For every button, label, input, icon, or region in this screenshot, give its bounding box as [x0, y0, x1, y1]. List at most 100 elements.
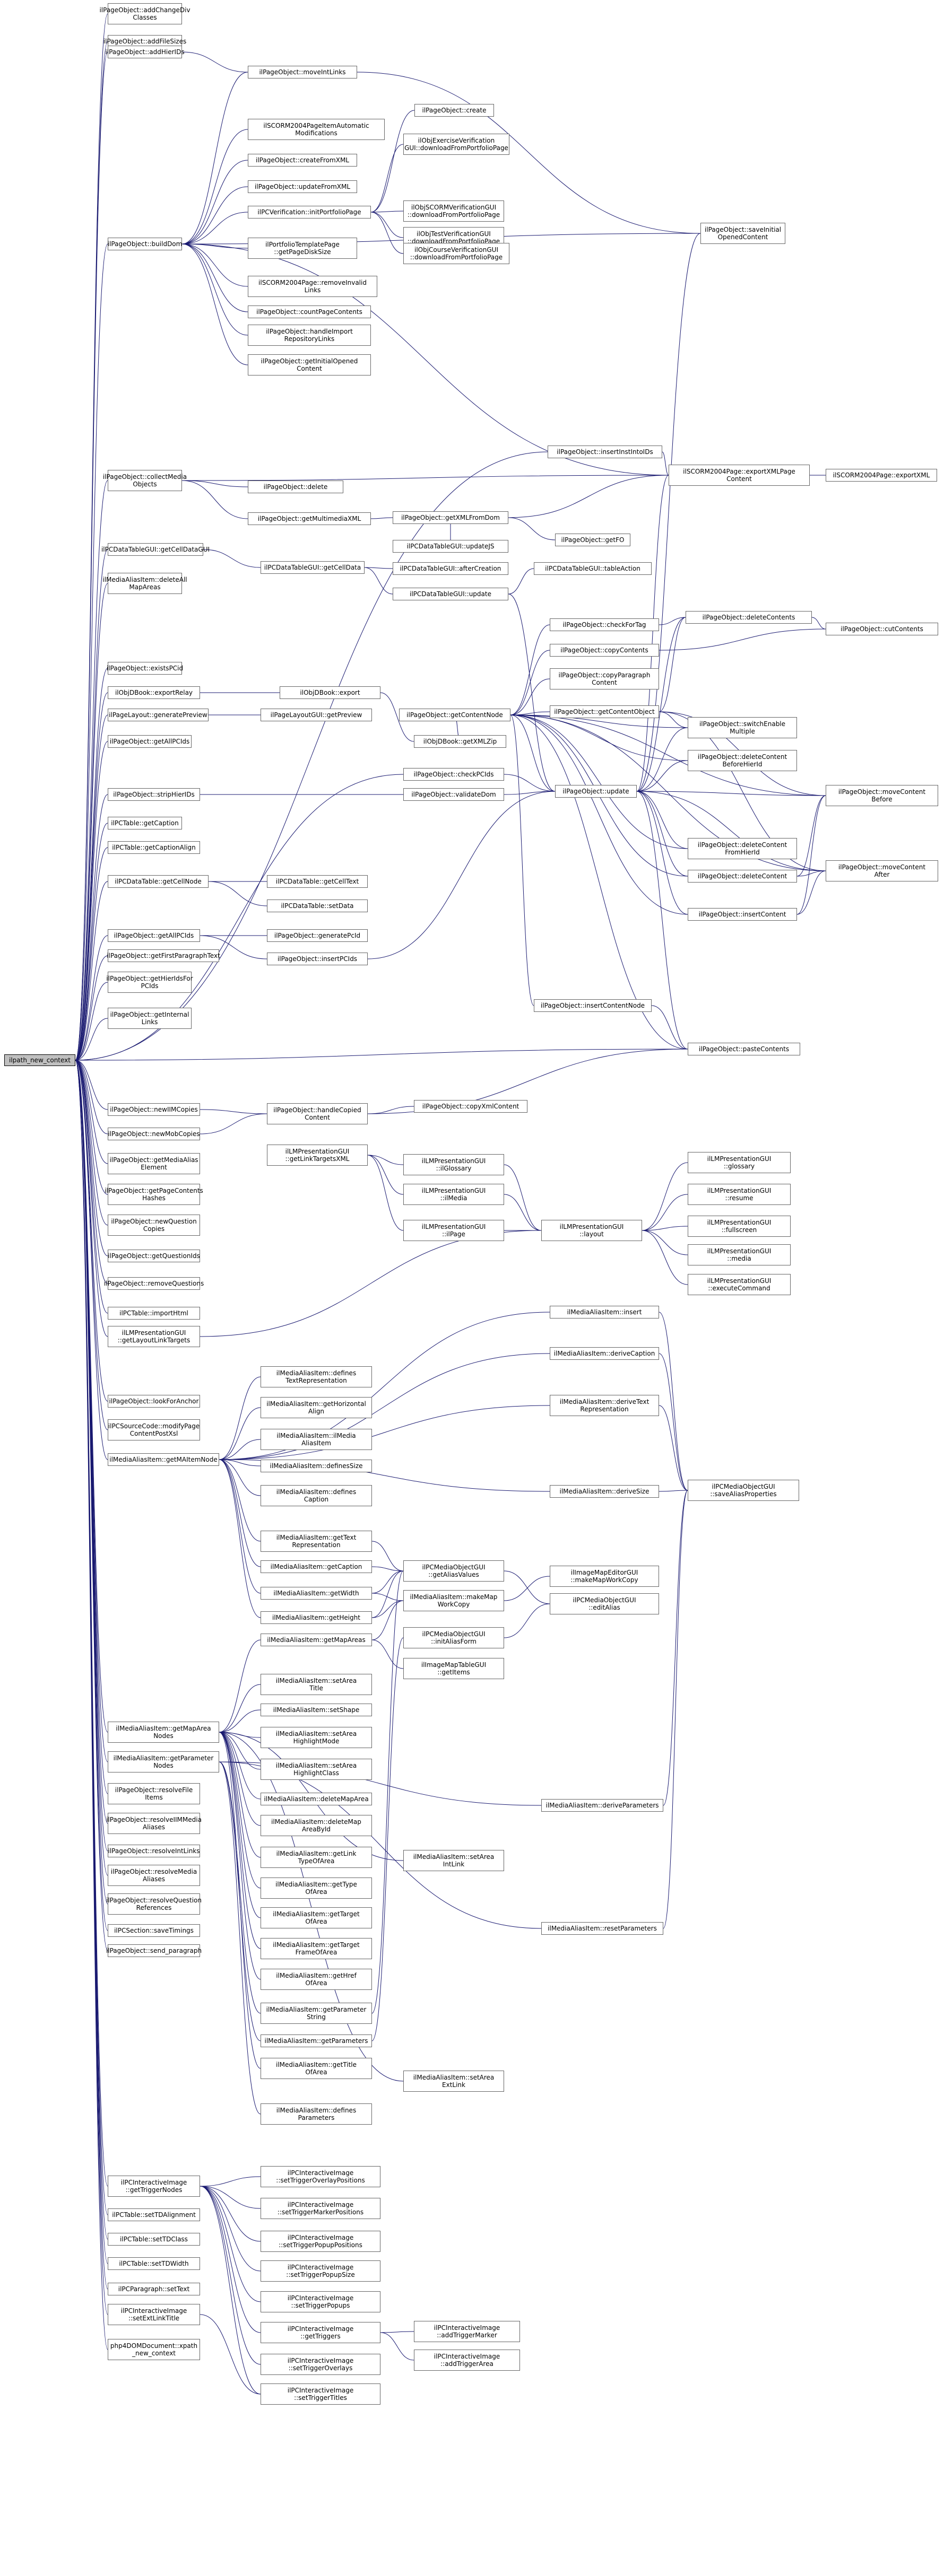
graph-node[interactable]: ilSCORM2004Page::removeInvalid Links	[248, 276, 377, 297]
graph-node[interactable]: ilPageObject::moveIntLinks	[248, 66, 357, 78]
graph-node[interactable]: ilMediaAliasItem::deleteMapArea	[261, 1793, 372, 1805]
graph-node[interactable]: ilMediaAliasItem::getParameters	[261, 2034, 372, 2047]
graph-node[interactable]: ilPageObject::getMultimediaXML	[248, 512, 371, 525]
graph-node[interactable]: ilPageObject::buildDom	[108, 238, 182, 250]
graph-node[interactable]: ilLMPresentationGUI ::media	[688, 1244, 791, 1265]
graph-node[interactable]: ilLMPresentationGUI ::resume	[688, 1184, 791, 1205]
graph-node[interactable]: ilMediaAliasItem::deleteAll MapAreas	[102, 573, 187, 594]
graph-node[interactable]: ilPageObject::handleImport RepositoryLin…	[248, 325, 371, 346]
graph-node[interactable]: ilPCTable::setTDAlignment	[108, 2208, 200, 2221]
graph-node[interactable]: ilMediaAliasItem::setArea IntLink	[403, 1850, 504, 1871]
graph-node[interactable]: ilMediaAliasItem::setArea HighlightClass	[261, 1759, 372, 1780]
graph-node[interactable]: ilPCDataTable::setData	[267, 900, 368, 912]
graph-node[interactable]: ilPCSourceCode::modifyPage ContentPostXs…	[108, 1419, 200, 1440]
graph-node[interactable]: ilPageObject::copyParagraph Content	[550, 668, 659, 689]
graph-node[interactable]: ilMediaAliasItem::getHref OfArea	[261, 1969, 372, 1990]
graph-node[interactable]: ilLMPresentationGUI ::getLinkTargetsXML	[267, 1145, 368, 1166]
graph-node[interactable]: ilPageObject::updateFromXML	[248, 180, 357, 193]
graph-node[interactable]: ilMediaAliasItem::getMapArea Nodes	[108, 1722, 219, 1743]
graph-node[interactable]: ilLMPresentationGUI ::getLayoutLinkTarge…	[108, 1326, 200, 1347]
graph-node[interactable]: ilPageObject::countPageContents	[248, 305, 371, 318]
graph-node[interactable]: ilPCMediaObjectGUI ::editAlias	[550, 1593, 659, 1614]
graph-node[interactable]: ilPCVerification::initPortfolioPage	[248, 206, 371, 219]
graph-node[interactable]: ilObjDBook::export	[280, 686, 380, 699]
graph-node[interactable]: ilPageLayoutGUI::getPreview	[261, 709, 372, 721]
graph-node[interactable]: ilPageObject::deleteContent	[688, 870, 797, 883]
graph-node[interactable]: ilPageObject::validateDom	[403, 788, 504, 801]
graph-node[interactable]: ilImageMapTableGUI ::getItems	[403, 1658, 504, 1679]
graph-node[interactable]: php4DOMDocument::xpath _new_context	[108, 2339, 200, 2360]
graph-node[interactable]: ilPCTable::getCaption	[108, 817, 182, 829]
graph-node[interactable]: ilObjDBook::getXMLZip	[414, 735, 506, 748]
graph-node[interactable]: ilPCInteractiveImage ::setTriggerPopupPo…	[261, 2231, 380, 2252]
graph-node[interactable]: ilLMPresentationGUI ::executeCommand	[688, 1274, 791, 1295]
graph-node[interactable]: ilPageObject::resolveIntLinks	[108, 1845, 200, 1857]
graph-node[interactable]: ilPageObject::moveContent After	[826, 860, 938, 881]
graph-node[interactable]: ilPCInteractiveImage ::setExtLinkTitle	[108, 2304, 200, 2325]
graph-node[interactable]: ilSCORM2004Page::exportXML	[826, 469, 937, 482]
graph-node[interactable]: ilMediaAliasItem::deriveCaption	[550, 1347, 659, 1360]
graph-node[interactable]: ilPageObject::getAllPCIds	[108, 929, 200, 942]
graph-node[interactable]: ilPageObject::getContentNode	[399, 709, 510, 721]
graph-node[interactable]: ilPageObject::checkForTag	[550, 618, 659, 631]
graph-node[interactable]: ilPCInteractiveImage ::getTriggers	[261, 2322, 380, 2343]
graph-node[interactable]: ilLMPresentationGUI ::fullscreen	[688, 1216, 791, 1237]
graph-node[interactable]: ilPCInteractiveImage ::getTriggerNodes	[108, 2176, 200, 2197]
graph-node[interactable]: ilPageObject::create	[414, 104, 494, 117]
graph-node[interactable]: ilMediaAliasItem::definesSize	[261, 1460, 372, 1472]
graph-node[interactable]: ilMediaAliasItem::makeMap WorkCopy	[403, 1590, 504, 1611]
graph-node[interactable]: ilPCDataTable::getCellText	[267, 875, 368, 888]
graph-node[interactable]: ilPageObject::insertInstIntoIDs	[548, 446, 662, 458]
graph-node[interactable]: ilMediaAliasItem::getParameter String	[261, 2003, 372, 2024]
graph-node[interactable]: ilPageObject::resolveQuestion References	[106, 1893, 202, 1915]
graph-node[interactable]: ilPageObject::getFirstParagraphText	[107, 949, 220, 962]
graph-node[interactable]: ilPCDataTableGUI::getCellDataGUI	[101, 543, 210, 556]
graph-node[interactable]: ilMediaAliasItem::defines Parameters	[261, 2103, 372, 2125]
graph-node[interactable]: ilMediaAliasItem::getTarget OfArea	[261, 1907, 372, 1928]
graph-node[interactable]: ilPageObject::createFromXML	[248, 154, 357, 167]
graph-node[interactable]: ilMediaAliasItem::ilMedia AliasItem	[261, 1429, 372, 1450]
graph-node[interactable]: ilObjDBook::exportRelay	[108, 686, 200, 699]
graph-node[interactable]: ilPageObject::saveInitial OpenedContent	[700, 223, 785, 244]
graph-node[interactable]: ilPageObject::deleteContent BeforeHierId	[688, 750, 797, 771]
graph-node[interactable]: ilPCInteractiveImage ::setTriggerPopups	[261, 2291, 380, 2312]
graph-node[interactable]: ilPageObject::getXMLFromDom	[393, 511, 508, 524]
graph-node[interactable]: ilSCORM2004PageItemAutomatic Modificatio…	[248, 119, 385, 140]
graph-node[interactable]: ilPCParagraph::setText	[108, 2283, 200, 2295]
graph-node[interactable]: ilPCSection::saveTimings	[108, 1924, 200, 1937]
graph-node[interactable]: ilLMPresentationGUI ::layout	[541, 1220, 642, 1241]
graph-node[interactable]: ilPageObject::removeQuestions	[104, 1277, 204, 1290]
graph-node[interactable]: ilMediaAliasItem::defines Caption	[261, 1485, 372, 1506]
graph-node[interactable]: ilObjCourseVerificationGUI ::downloadFro…	[403, 243, 509, 264]
graph-node[interactable]: ilPCMediaObjectGUI ::saveAliasProperties	[688, 1480, 799, 1501]
graph-node[interactable]: ilPageObject::addChangeDiv Classes	[99, 3, 190, 24]
graph-node[interactable]: ilPageObject::update	[555, 785, 637, 798]
graph-node[interactable]: ilMediaAliasItem::getCaption	[261, 1560, 372, 1573]
graph-node[interactable]: ilMediaAliasItem::getHorizontal Align	[261, 1397, 372, 1418]
graph-node[interactable]: ilPageObject::resolveIIMMedia Aliases	[106, 1813, 202, 1834]
graph-node[interactable]: ilMediaAliasItem::deriveText Representat…	[550, 1395, 659, 1416]
graph-node[interactable]: ilPageObject::getFO	[555, 534, 630, 546]
graph-node[interactable]: ilPageLayout::generatePreview	[108, 709, 209, 721]
graph-node[interactable]: ilPageObject::newIIMCopies	[108, 1103, 200, 1116]
graph-node[interactable]: ilPCDataTableGUI::tableAction	[534, 562, 652, 575]
graph-node[interactable]: ilMediaAliasItem::getParameter Nodes	[108, 1751, 219, 1772]
graph-node[interactable]: ilPageObject::newMobCopies	[108, 1128, 200, 1140]
graph-node[interactable]: ilMediaAliasItem::getTarget FrameOfArea	[261, 1938, 372, 1959]
graph-node[interactable]: ilPageObject::insertContentNode	[534, 999, 652, 1012]
graph-node[interactable]: ilPageObject::getPageContents Hashes	[105, 1184, 203, 1205]
graph-node[interactable]: ilPageObject::addHierIDs	[105, 46, 185, 58]
graph-node[interactable]: ilPCInteractiveImage ::setTriggerOverlay…	[261, 2166, 380, 2187]
graph-node[interactable]: ilPageObject::getInternal Links	[108, 1008, 192, 1029]
graph-node[interactable]: ilPageObject::getContentObject	[550, 705, 659, 718]
graph-node[interactable]: ilMediaAliasItem::getType OfArea	[261, 1878, 372, 1899]
graph-node[interactable]: ilPageObject::resolveFile Items	[108, 1783, 200, 1804]
graph-node[interactable]: ilPCDataTableGUI::updateJS	[393, 540, 508, 553]
graph-node[interactable]: ilPCMediaObjectGUI ::getAliasValues	[403, 1560, 504, 1582]
graph-node[interactable]: ilPageObject::pasteContents	[688, 1043, 800, 1055]
graph-node[interactable]: ilPageObject::deleteContents	[686, 611, 812, 624]
graph-node[interactable]: ilMediaAliasItem::setArea Title	[261, 1674, 372, 1695]
graph-node[interactable]: ilPCDataTableGUI::update	[393, 588, 508, 600]
graph-node[interactable]: ilPCMediaObjectGUI ::initAliasForm	[403, 1627, 504, 1648]
graph-node[interactable]: ilPageObject::send_paragraph	[106, 1944, 202, 1957]
